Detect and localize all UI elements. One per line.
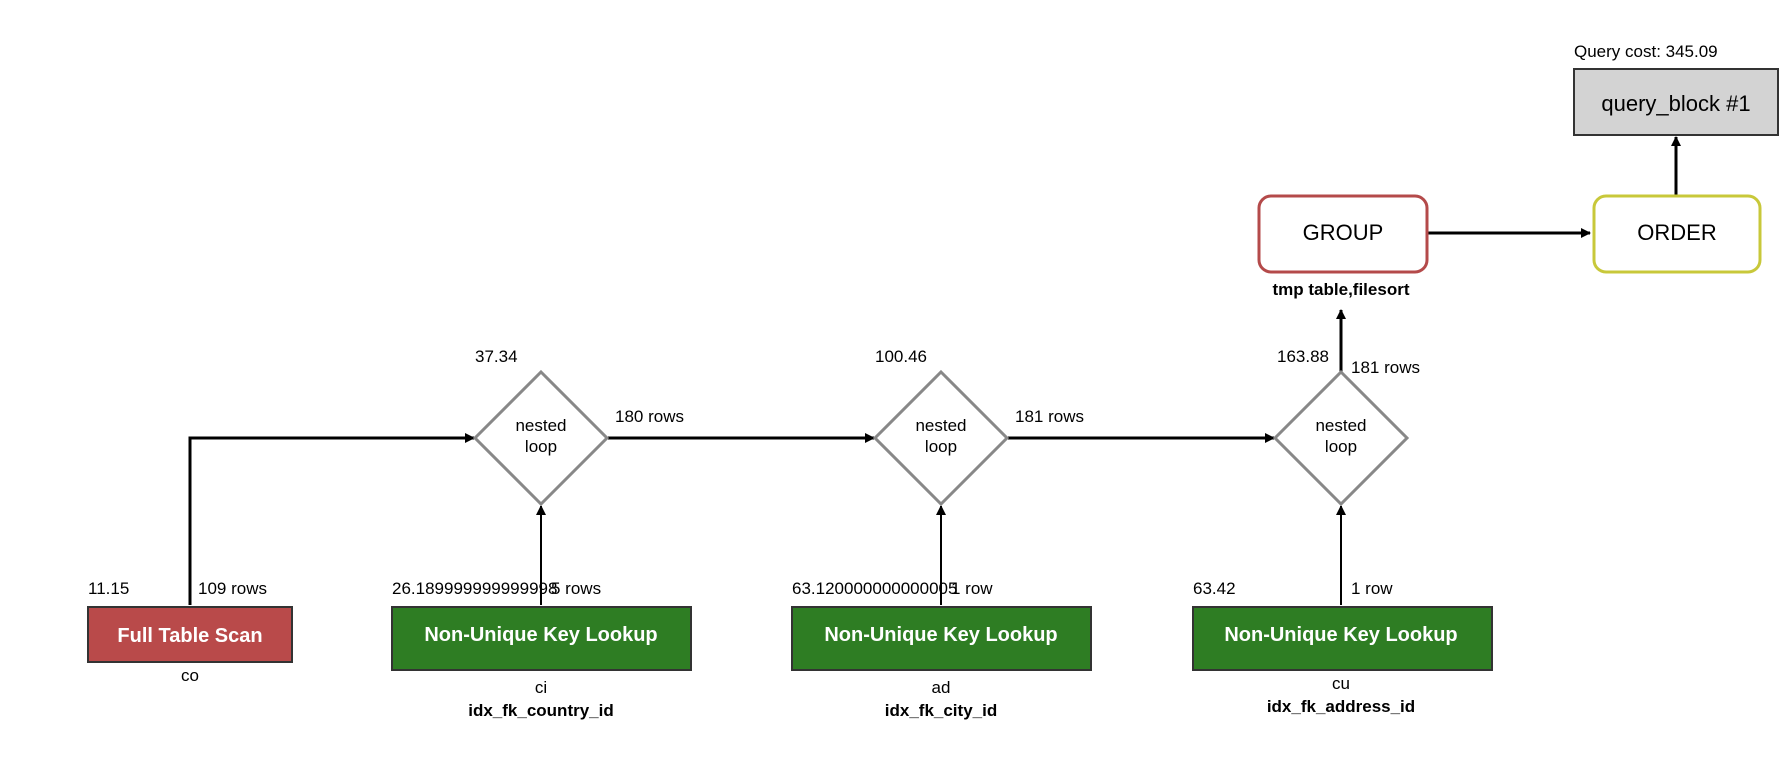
table-rows: 1 row [1351, 579, 1393, 598]
query-block-node[interactable]: query_block #1 [1573, 68, 1779, 136]
loop-rows: 180 rows [615, 407, 684, 426]
key-lookup-node-ci[interactable]: Non-Unique Key Lookup [391, 606, 692, 671]
key-lookup-node-cu[interactable]: Non-Unique Key Lookup [1192, 606, 1493, 671]
query-cost-label: Query cost: 345.09 [1574, 42, 1718, 61]
order-node[interactable]: ORDER [1592, 194, 1762, 274]
edges [188, 136, 1681, 605]
loop-label-line2: loop [525, 437, 557, 456]
index-name: idx_fk_address_id [1267, 697, 1415, 716]
table-cost: 63.42 [1193, 579, 1236, 598]
index-name: idx_fk_city_id [885, 701, 997, 720]
loop-cost: 37.34 [475, 347, 518, 366]
loop-label-line1: nested [515, 416, 566, 435]
table-name: ci [535, 678, 547, 697]
loop-cost: 100.46 [875, 347, 927, 366]
table-cost: 11.15 [88, 579, 129, 598]
group-label: GROUP [1303, 220, 1384, 245]
edge-co-to-loop1 [188, 433, 475, 605]
access-type-label: Non-Unique Key Lookup [824, 624, 1057, 646]
loop-label-line1: nested [915, 416, 966, 435]
table-rows: 5 rows [551, 579, 601, 598]
loop-rows: 181 rows [1351, 358, 1420, 377]
table-name: co [181, 666, 199, 685]
loop-rows: 181 rows [1015, 407, 1084, 426]
table-name: cu [1332, 674, 1350, 693]
loop-label-line1: nested [1315, 416, 1366, 435]
loop-label-line2: loop [1325, 437, 1357, 456]
table-rows: 109 rows [198, 579, 267, 598]
nested-loop-1[interactable]: nested loop [472, 369, 610, 507]
table-name: ad [932, 678, 951, 697]
access-type-label: Non-Unique Key Lookup [1224, 624, 1457, 646]
nested-loop-2[interactable]: nested loop [872, 369, 1010, 507]
group-node[interactable]: GROUP [1257, 194, 1429, 274]
query-block-label: query_block #1 [1601, 91, 1750, 116]
loop-label-line2: loop [925, 437, 957, 456]
order-label: ORDER [1637, 220, 1716, 245]
table-rows: 1 row [951, 579, 993, 598]
index-name: idx_fk_country_id [468, 701, 614, 720]
nested-loop-3[interactable]: nested loop [1272, 369, 1410, 507]
access-type-label: Full Table Scan [117, 625, 262, 647]
loop-cost: 163.88 [1277, 347, 1329, 366]
group-sublabel: tmp table,filesort [1273, 280, 1410, 299]
lookup-edges [536, 505, 1346, 605]
table-cost: 26.189999999999998 [392, 579, 557, 598]
access-type-label: Non-Unique Key Lookup [424, 624, 657, 646]
table-cost: 63.120000000000005 [792, 579, 957, 598]
key-lookup-node-ad[interactable]: Non-Unique Key Lookup [791, 606, 1092, 671]
full-table-scan-node[interactable]: Full Table Scan [87, 606, 293, 663]
